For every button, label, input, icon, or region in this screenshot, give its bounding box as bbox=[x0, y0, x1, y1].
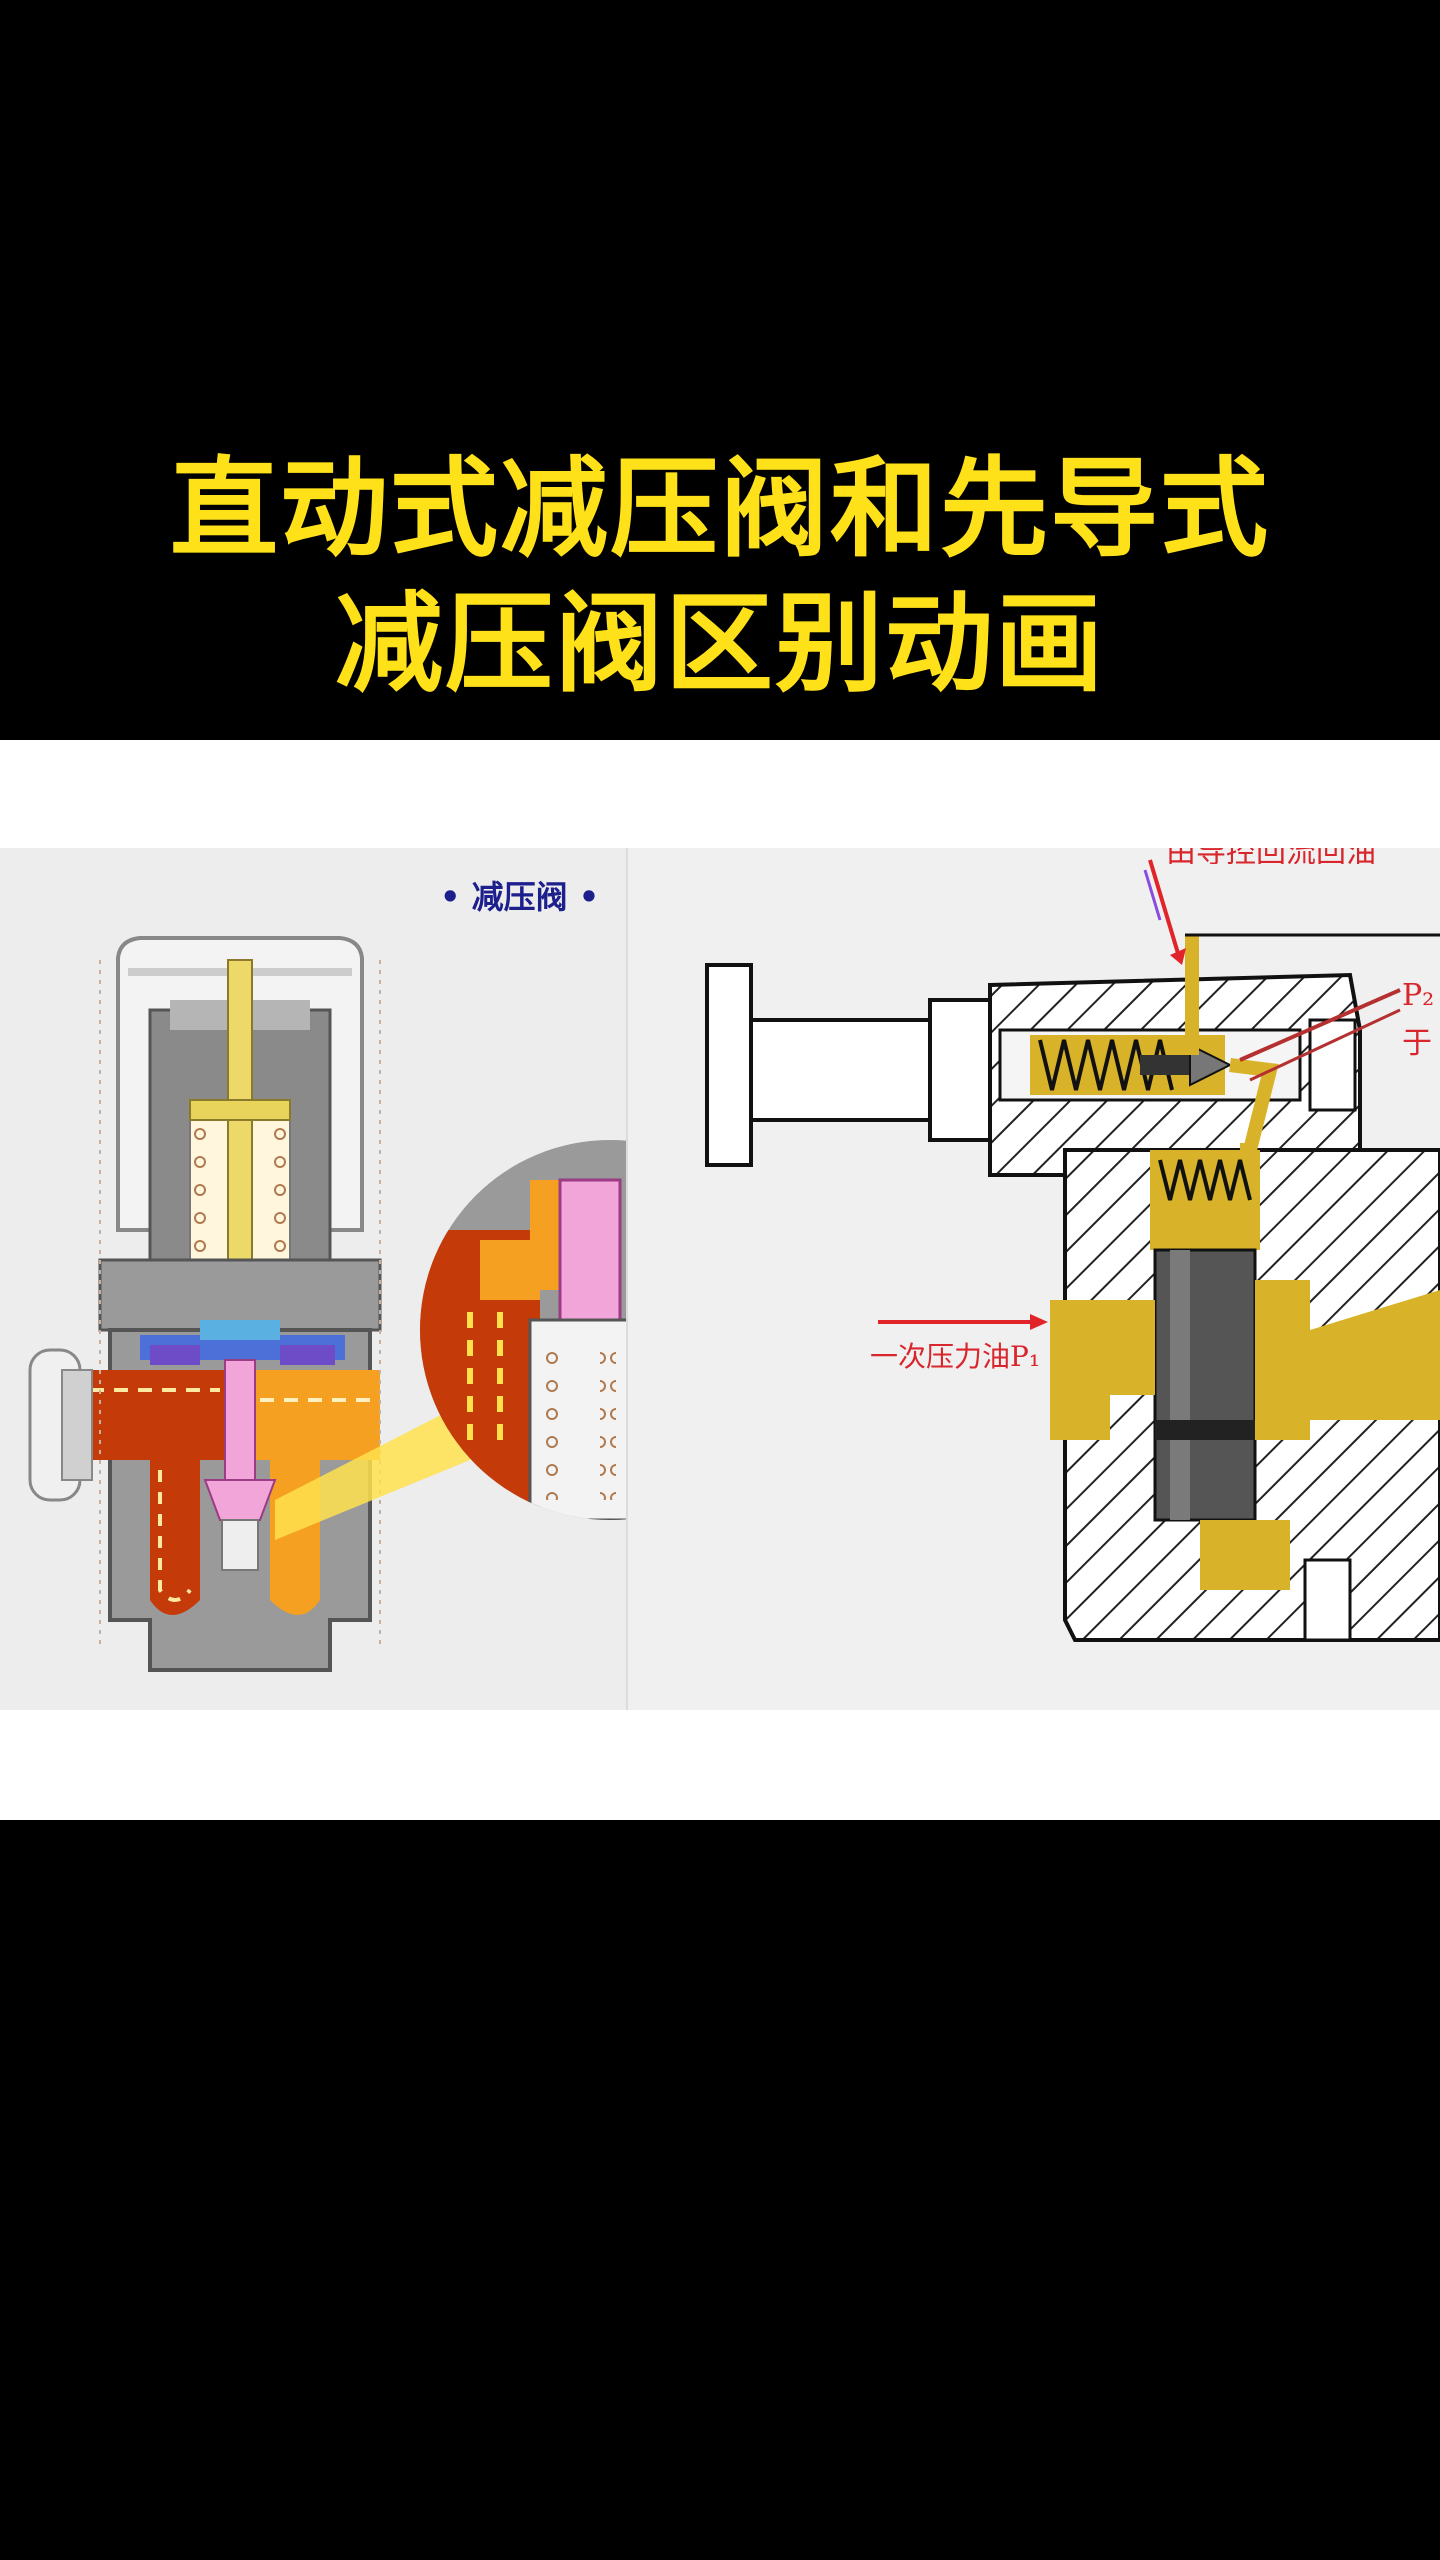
direct-acting-regulator-diagram bbox=[28, 936, 626, 1672]
p2-label: P₂ bbox=[1402, 978, 1435, 1013]
title-line-1: 直动式减压阀和先导式 bbox=[169, 447, 1270, 572]
pilot-operated-valve-diagram bbox=[705, 859, 1440, 1642]
title-line-2: 减压阀区别动画 bbox=[334, 582, 1105, 707]
inlet-pressure-label: 一次压力油P₁ bbox=[870, 1340, 1041, 1373]
pressure-reducing-valve-label: • 减压阀 • bbox=[440, 878, 600, 916]
panel-divider bbox=[626, 848, 628, 1710]
bottom-letterbox bbox=[0, 1820, 1440, 2560]
cropped-top-label: 由导控回流回油 bbox=[1166, 848, 1376, 864]
cut-off-label: 于 bbox=[1402, 1026, 1432, 1061]
title-banner: 直动式减压阀和先导式 减压阀区别动画 bbox=[0, 0, 1440, 740]
